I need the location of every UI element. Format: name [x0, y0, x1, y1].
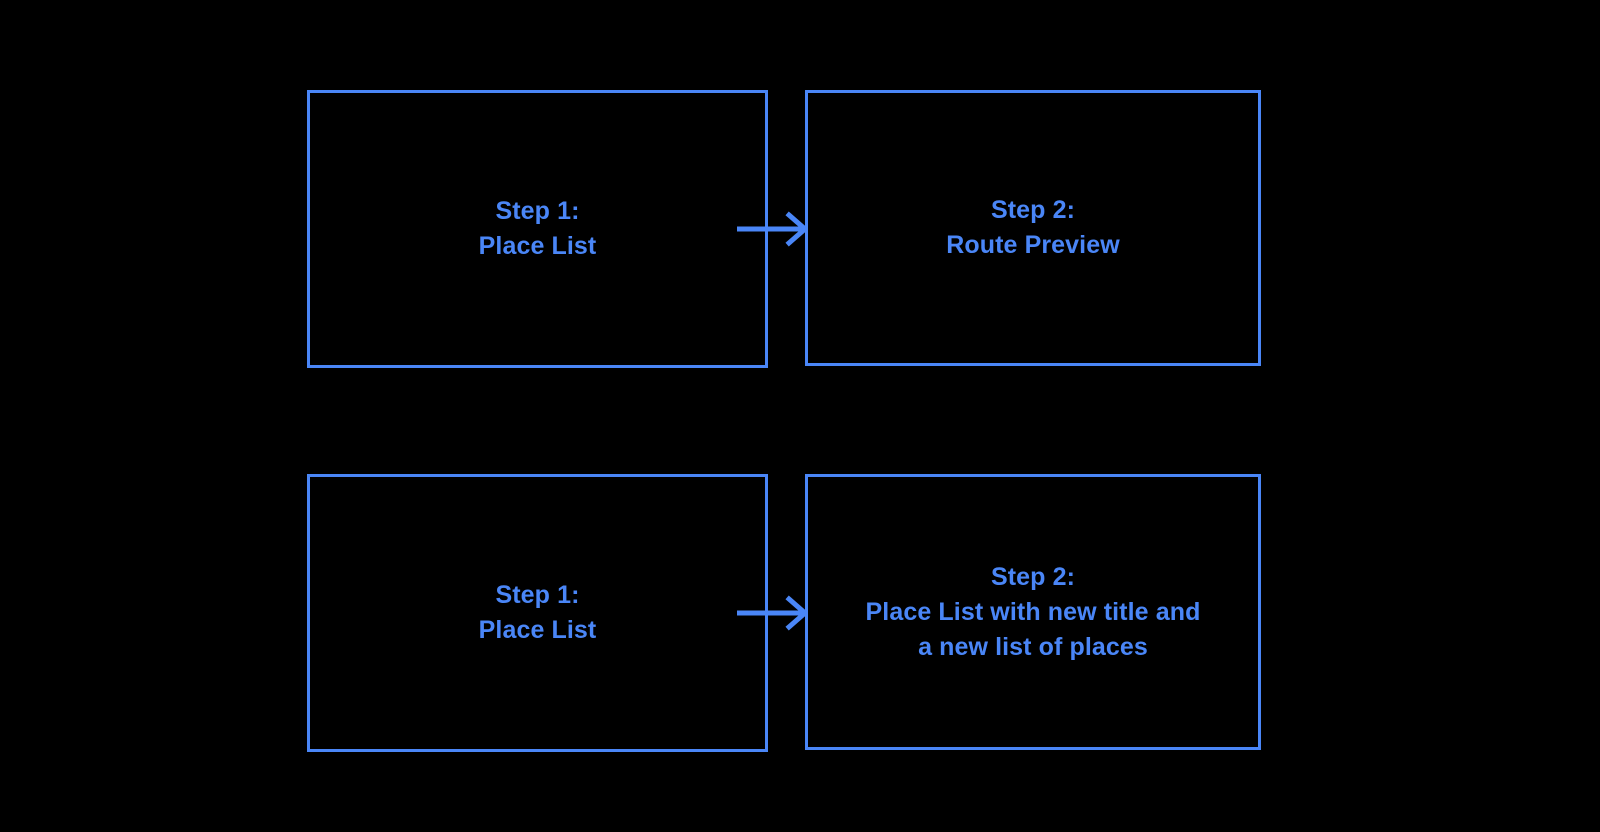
arrow-head-icon [785, 595, 809, 631]
step-box-label: Step 2: Place List with new title and a … [865, 562, 1201, 661]
arrow-head-icon [785, 211, 809, 247]
step-box-label: Step 1: Place List [478, 581, 597, 644]
step-box-top-step-2[interactable]: Step 2: Route Preview [805, 90, 1261, 366]
step-box-label: Step 1: Place List [478, 197, 597, 260]
step-box-bottom-step-1[interactable]: Step 1: Place List [307, 474, 768, 752]
step-box-top-step-1[interactable]: Step 1: Place List [307, 90, 768, 368]
step-box-bottom-step-2[interactable]: Step 2: Place List with new title and a … [805, 474, 1261, 750]
step-box-label: Step 2: Route Preview [946, 196, 1120, 259]
